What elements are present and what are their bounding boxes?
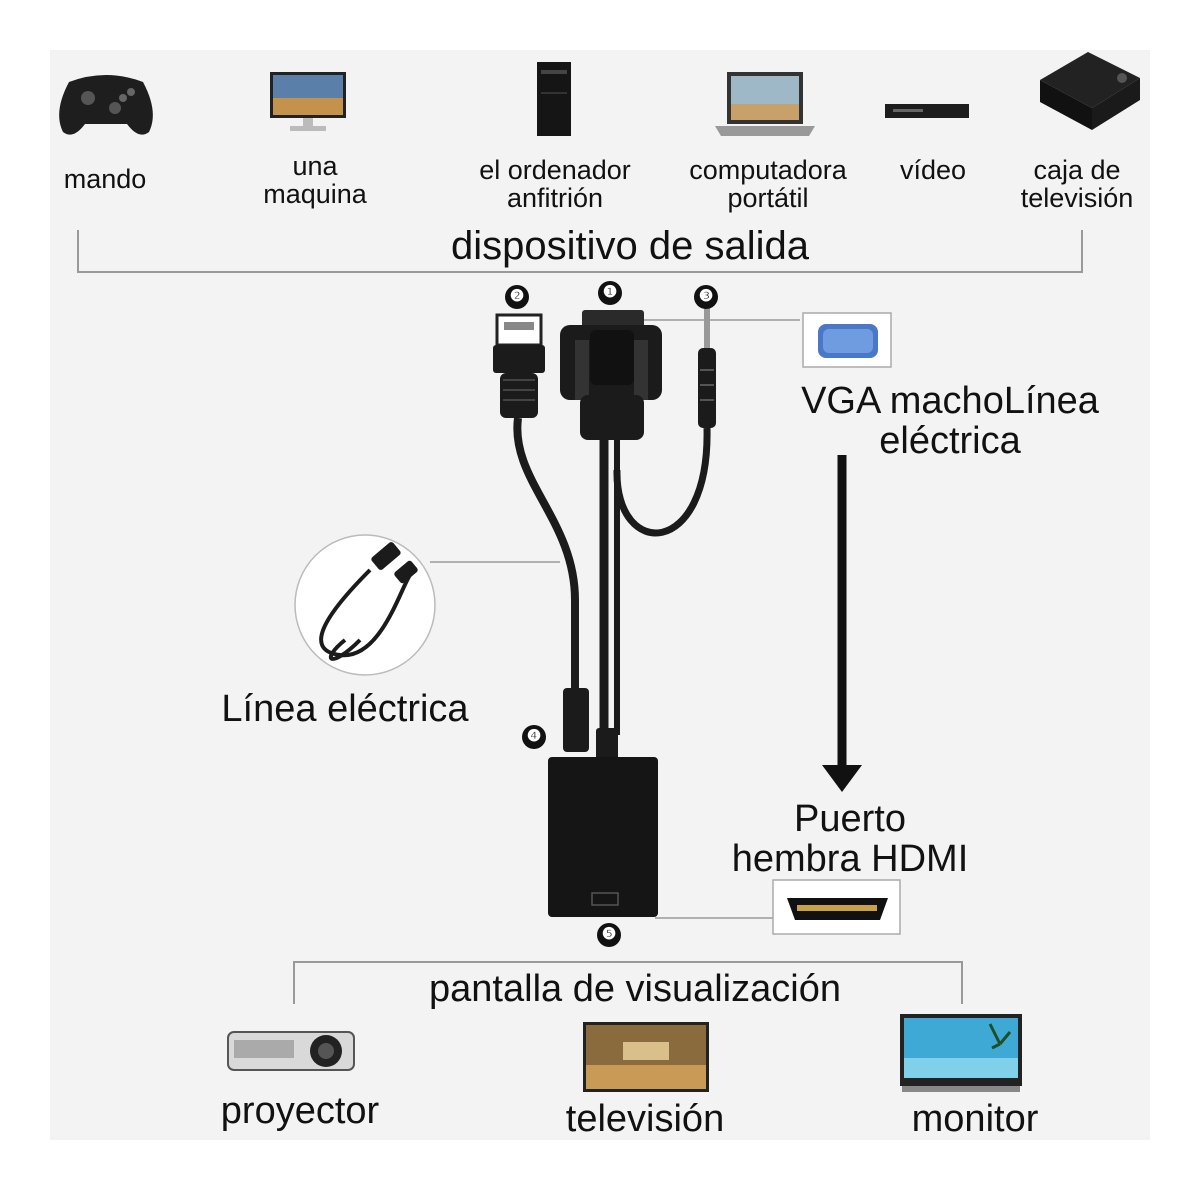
usb-cable xyxy=(513,417,579,690)
dvd-player-icon xyxy=(885,102,971,127)
display-label-television: televisión xyxy=(565,1098,725,1140)
vga-callout: VGA machoLínea eléctrica xyxy=(801,380,1099,462)
output-label-video: vídeo xyxy=(899,155,967,185)
hdmi-female-icon xyxy=(772,879,901,935)
output-label-mando: mando xyxy=(63,164,147,194)
monitor-icon xyxy=(900,1014,1024,1099)
pc-tower-icon xyxy=(537,62,573,143)
usb-plug xyxy=(493,313,545,418)
display-devices-title: pantalla de visualización xyxy=(429,968,841,1010)
vga-plug xyxy=(560,310,662,440)
power-callout: Línea eléctrica xyxy=(221,688,469,730)
usb-cable-coil xyxy=(319,542,418,661)
gamepad-icon xyxy=(55,64,157,145)
usb-cable-coil-circle xyxy=(294,534,436,676)
audio-cable xyxy=(613,427,711,537)
tv-box-icon xyxy=(1030,52,1142,153)
vga-female-icon xyxy=(802,312,892,368)
hdmi-callout: Puerto hembra HDMI xyxy=(731,798,969,880)
output-label-portatil: computadora portátil xyxy=(689,155,847,214)
connector-number-2: ❷ xyxy=(505,285,529,309)
hdmi-port-mark xyxy=(591,892,619,906)
vga-cable-boot xyxy=(596,728,618,760)
television-icon xyxy=(583,1022,711,1103)
projector-icon xyxy=(226,1026,358,1081)
output-label-maquina: una maquina xyxy=(263,151,367,210)
output-devices-title: dispositivo de salida xyxy=(451,224,809,268)
display-bracket xyxy=(293,961,963,1004)
output-bracket xyxy=(77,230,1083,273)
audio-plug xyxy=(698,308,716,428)
output-label-caja: caja de televisión xyxy=(1020,155,1134,214)
output-label-ordenador: el ordenador anfitrión xyxy=(479,155,631,214)
desktop-monitor-icon xyxy=(270,70,348,141)
connector-number-3: ❸ xyxy=(694,285,718,309)
connector-number-1: ❶ xyxy=(598,281,622,305)
converter-box xyxy=(548,757,658,917)
flow-arrow-head xyxy=(822,765,862,792)
display-label-proyector: proyector xyxy=(220,1090,380,1132)
power-plug xyxy=(563,688,589,752)
display-label-monitor: monitor xyxy=(911,1098,1039,1140)
laptop-icon xyxy=(715,72,815,143)
connector-number-4: ❹ xyxy=(522,725,546,749)
connector-number-5: ❺ xyxy=(597,923,621,947)
